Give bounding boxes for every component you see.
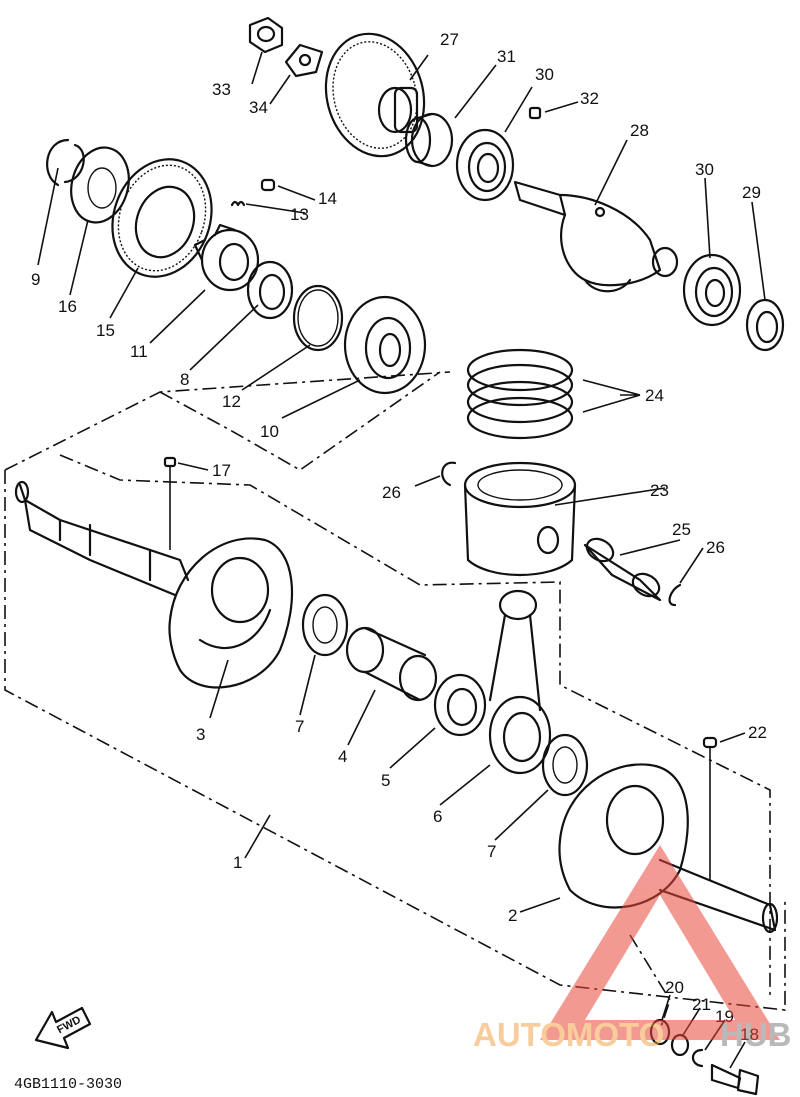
callout-5: 5 bbox=[381, 771, 390, 790]
part-26-circlip-b bbox=[668, 583, 682, 607]
watermark-text-hub: HUB bbox=[720, 1016, 792, 1053]
part-25-piston-pin bbox=[583, 537, 662, 602]
part-8-washer bbox=[246, 260, 294, 320]
part-24-piston-rings bbox=[466, 348, 574, 440]
part-2-crank-web-right bbox=[558, 763, 779, 934]
assembly-boundary-lines bbox=[4, 371, 786, 1031]
callout-13: 13 bbox=[290, 205, 309, 224]
part-10-bearing bbox=[343, 295, 427, 395]
part-13-spring bbox=[230, 200, 246, 207]
watermark-triangle-logo bbox=[540, 845, 780, 1040]
part-18-bolt bbox=[710, 1063, 760, 1096]
callout-23: 23 bbox=[650, 481, 669, 500]
callout-10: 10 bbox=[260, 422, 279, 441]
callout-25: 25 bbox=[672, 520, 691, 539]
callout-16: 16 bbox=[58, 297, 77, 316]
part-17-key bbox=[163, 456, 177, 550]
callout-2: 2 bbox=[508, 906, 517, 925]
callout-7-a: 7 bbox=[295, 717, 304, 736]
part-5-needle-bearing bbox=[433, 673, 487, 737]
fwd-label: FWD bbox=[55, 1014, 83, 1036]
fwd-arrow-icon: FWD bbox=[34, 1006, 92, 1050]
part-12-shim bbox=[292, 284, 344, 352]
callout-15: 15 bbox=[96, 321, 115, 340]
callout-3: 3 bbox=[196, 725, 205, 744]
part-31-collar bbox=[404, 112, 454, 168]
part-28-balancer-shaft bbox=[513, 180, 679, 293]
callout-4: 4 bbox=[338, 747, 347, 766]
part-34-lock-washer bbox=[284, 43, 324, 78]
callout-30-upper: 30 bbox=[535, 65, 554, 84]
part-7-thrust-washer-b bbox=[541, 733, 589, 797]
part-15-gear bbox=[111, 158, 213, 278]
leader-lines bbox=[37, 51, 766, 1069]
callout-9: 9 bbox=[31, 270, 40, 289]
callout-22: 22 bbox=[748, 723, 767, 742]
callout-31: 31 bbox=[497, 47, 516, 66]
callout-21: 21 bbox=[692, 995, 711, 1014]
callout-32: 32 bbox=[580, 89, 599, 108]
callout-26-a: 26 bbox=[382, 483, 401, 502]
callout-1: 1 bbox=[233, 853, 242, 872]
callout-17: 17 bbox=[212, 461, 231, 480]
part-33-nut bbox=[248, 16, 284, 54]
callout-7-b: 7 bbox=[487, 842, 496, 861]
callout-11: 11 bbox=[130, 342, 148, 361]
part-19-lock-washer bbox=[691, 1048, 704, 1068]
part-1-crankshaft-left bbox=[14, 480, 190, 597]
part-29-oil-seal bbox=[745, 298, 785, 352]
callout-6: 6 bbox=[433, 807, 442, 826]
callout-8: 8 bbox=[180, 370, 189, 389]
callout-27: 27 bbox=[440, 30, 459, 49]
callout-30-lower: 30 bbox=[695, 160, 714, 179]
part-26-circlip-a bbox=[441, 461, 457, 487]
part-30-bearing-upper bbox=[455, 128, 515, 202]
part-30-bearing-lower bbox=[682, 253, 742, 327]
callout-14: 14 bbox=[318, 189, 337, 208]
part-27-gear bbox=[324, 32, 426, 158]
part-4-crank-pin bbox=[345, 626, 438, 702]
callout-33: 33 bbox=[212, 80, 231, 99]
part-32-key bbox=[528, 106, 542, 120]
watermark: AUTOMOTO HUB bbox=[473, 845, 792, 1053]
watermark-text-automoto: AUTOMOTO bbox=[473, 1016, 664, 1053]
part-3-crank-web bbox=[168, 537, 294, 689]
part-16-plate bbox=[70, 146, 130, 224]
part-11-hub bbox=[193, 223, 260, 292]
callout-29: 29 bbox=[742, 183, 761, 202]
part-9-circlip bbox=[46, 138, 85, 187]
part-7-thrust-washer-a bbox=[301, 593, 349, 657]
callout-28: 28 bbox=[630, 121, 649, 140]
part-22-key bbox=[702, 736, 718, 880]
part-14-pin bbox=[260, 178, 276, 192]
callout-12: 12 bbox=[222, 392, 241, 411]
diagram-code: 4GB1110-3030 bbox=[14, 1076, 122, 1093]
callout-26-b: 26 bbox=[706, 538, 725, 557]
callout-34: 34 bbox=[249, 98, 268, 117]
part-6-connecting-rod bbox=[488, 589, 552, 775]
part-23-piston bbox=[463, 461, 577, 576]
callout-24: 24 bbox=[645, 386, 664, 405]
callout-20: 20 bbox=[665, 978, 684, 997]
